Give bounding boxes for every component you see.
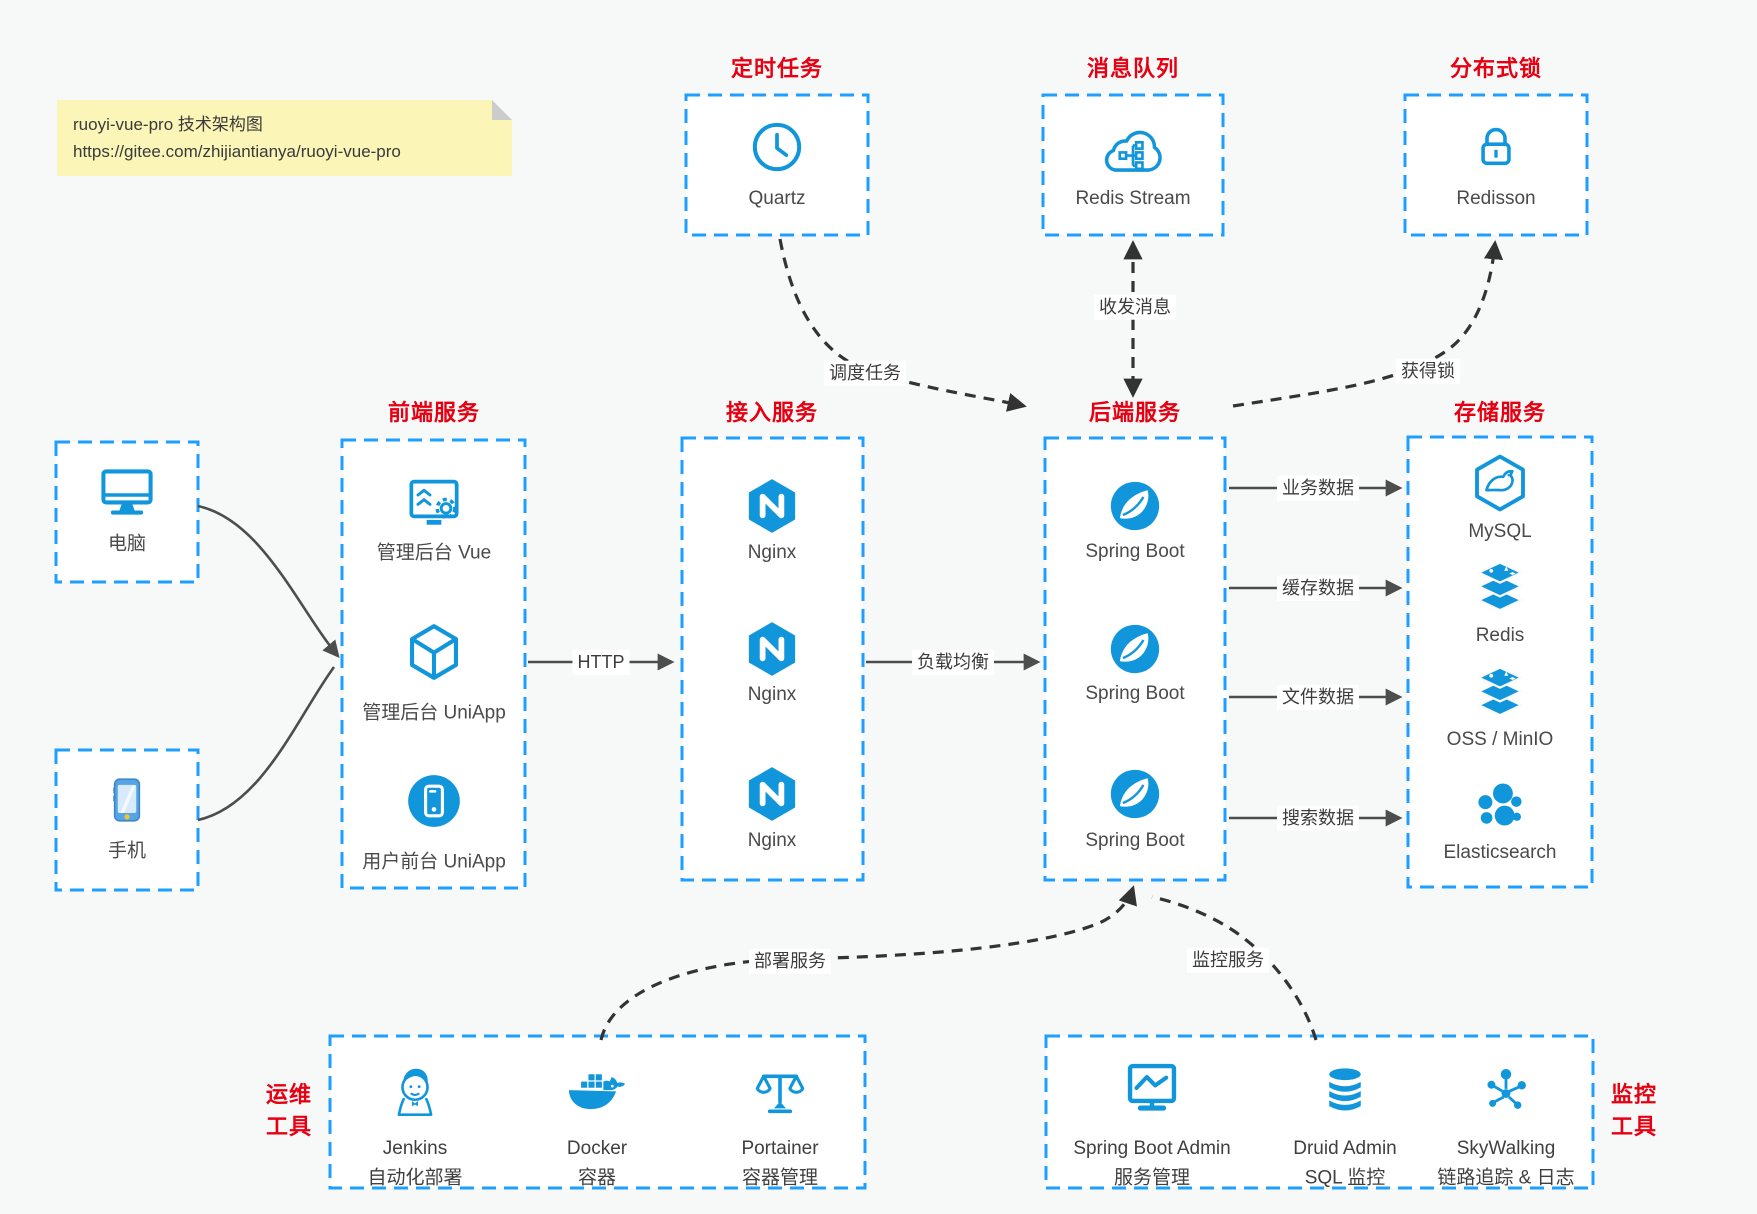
tool-name-spring-boot-admin: Spring Boot Admin — [1073, 1138, 1231, 1159]
note-url: https://gitee.com/zhijiantianya/ruoyi-vu… — [73, 142, 401, 162]
edge-label-deploy-service: 部署服务 — [749, 948, 831, 974]
spring-boot-icon — [1106, 620, 1164, 678]
side-label-monitor-1: 监控 — [1610, 1082, 1658, 1107]
side-label-monitor-2: 工具 — [1610, 1114, 1658, 1139]
tool-desc-druid-admin: SQL 监控 — [1304, 1167, 1386, 1189]
edge-label-load-balance: 负载均衡 — [912, 649, 994, 675]
arrow-pc-to-frontend — [197, 504, 340, 658]
group-title-gateway: 接入服务 — [725, 400, 819, 425]
group-title-backend: 后端服务 — [1088, 400, 1182, 425]
group-title-distributed-lock: 分布式锁 — [1449, 56, 1543, 81]
node-label-redisson: Redisson — [1456, 188, 1536, 209]
nginx-icon — [742, 764, 802, 824]
docker-icon — [564, 1065, 630, 1119]
edge-label-schedule-task: 调度任务 — [824, 360, 906, 386]
node-label-spring-boot: Spring Boot — [1085, 541, 1185, 562]
arrow-deploy-service — [599, 885, 1137, 1041]
group-title-storage: 存储服务 — [1453, 400, 1547, 425]
node-label-redis-stream: Redis Stream — [1075, 188, 1191, 209]
edge-label-send-receive-message: 收发消息 — [1094, 294, 1176, 320]
side-label-ops-1: 运维 — [265, 1082, 313, 1107]
uniapp-cube-icon — [403, 621, 465, 683]
client-label-pc: 电脑 — [107, 533, 147, 555]
group-title-frontend: 前端服务 — [387, 400, 481, 425]
redis-icon — [1470, 557, 1530, 617]
node-label-spring-boot: Spring Boot — [1085, 830, 1185, 851]
box-monitor-tools — [1044, 1034, 1595, 1190]
tool-desc-docker: 容器 — [577, 1167, 617, 1189]
node-label-admin-vue: 管理后台 Vue — [376, 542, 492, 564]
tool-desc-portainer: 容器管理 — [741, 1167, 819, 1189]
group-title-scheduled-task: 定时任务 — [730, 56, 824, 81]
clock-icon — [749, 119, 805, 175]
jenkins-icon — [386, 1061, 444, 1123]
edge-label-http: HTTP — [572, 649, 630, 675]
user-uniapp-icon — [403, 770, 465, 832]
spring-boot-icon — [1106, 477, 1164, 535]
note-title: ruoyi-vue-pro 技术架构图 — [73, 115, 263, 134]
node-label-nginx: Nginx — [747, 830, 797, 851]
node-label-mysql: MySQL — [1468, 521, 1532, 542]
edge-label-business-data: 业务数据 — [1277, 475, 1359, 501]
box-quartz — [684, 93, 870, 237]
portainer-icon — [751, 1063, 809, 1121]
sticky-note: ruoyi-vue-pro 技术架构图 https://gitee.com/zh… — [57, 100, 512, 176]
node-label-nginx: Nginx — [747, 542, 797, 563]
lock-icon — [1469, 120, 1523, 174]
tool-desc-spring-boot-admin: 服务管理 — [1113, 1167, 1191, 1189]
tool-name-docker: Docker — [566, 1138, 628, 1159]
edge-label-acquire-lock: 获得锁 — [1396, 358, 1460, 384]
mysql-icon — [1469, 452, 1531, 514]
elasticsearch-icon — [1472, 780, 1528, 836]
edge-label-file-data: 文件数据 — [1277, 684, 1359, 710]
arrow-monitor-service — [1151, 895, 1318, 1041]
arrow-phone-to-frontend — [197, 666, 336, 822]
spring-boot-admin-icon — [1121, 1057, 1183, 1119]
spring-boot-icon — [1106, 765, 1164, 823]
node-label-nginx: Nginx — [747, 684, 797, 705]
edge-label-monitor-service: 监控服务 — [1187, 947, 1269, 973]
admin-vue-icon — [402, 471, 466, 535]
node-label-user-uniapp: 用户前台 UniApp — [362, 851, 506, 873]
node-label-admin-uniapp: 管理后台 UniApp — [362, 702, 506, 724]
tool-desc-jenkins: 自动化部署 — [367, 1167, 463, 1189]
tool-name-druid-admin: Druid Admin — [1293, 1138, 1397, 1159]
desktop-icon — [94, 462, 160, 524]
tool-desc-skywalking: 链路追踪 & 日志 — [1437, 1167, 1575, 1189]
tool-name-portainer: Portainer — [741, 1138, 819, 1159]
oss-minio-icon — [1470, 662, 1530, 722]
node-label-quartz: Quartz — [748, 188, 806, 209]
node-label-spring-boot: Spring Boot — [1085, 683, 1185, 704]
node-label-elasticsearch: Elasticsearch — [1443, 842, 1557, 863]
druid-icon — [1317, 1062, 1373, 1118]
arrow-acquire-lock — [1232, 240, 1504, 408]
node-label-redis: Redis — [1475, 625, 1525, 646]
smartphone-icon — [100, 773, 154, 827]
tool-name-skywalking: SkyWalking — [1456, 1138, 1556, 1159]
client-label-phone: 手机 — [107, 840, 147, 862]
group-boxes — [54, 93, 1595, 1190]
side-label-ops-2: 工具 — [265, 1114, 313, 1139]
cloud-stream-icon — [1095, 119, 1171, 177]
skywalking-icon — [1478, 1062, 1534, 1118]
node-label-oss-minio: OSS / MinIO — [1446, 729, 1554, 750]
nginx-icon — [742, 619, 802, 679]
group-title-message-queue: 消息队列 — [1086, 56, 1180, 81]
edge-label-search-data: 搜索数据 — [1277, 805, 1359, 831]
nginx-icon — [742, 476, 802, 536]
edge-label-cache-data: 缓存数据 — [1277, 575, 1359, 601]
tool-name-jenkins: Jenkins — [382, 1138, 448, 1159]
